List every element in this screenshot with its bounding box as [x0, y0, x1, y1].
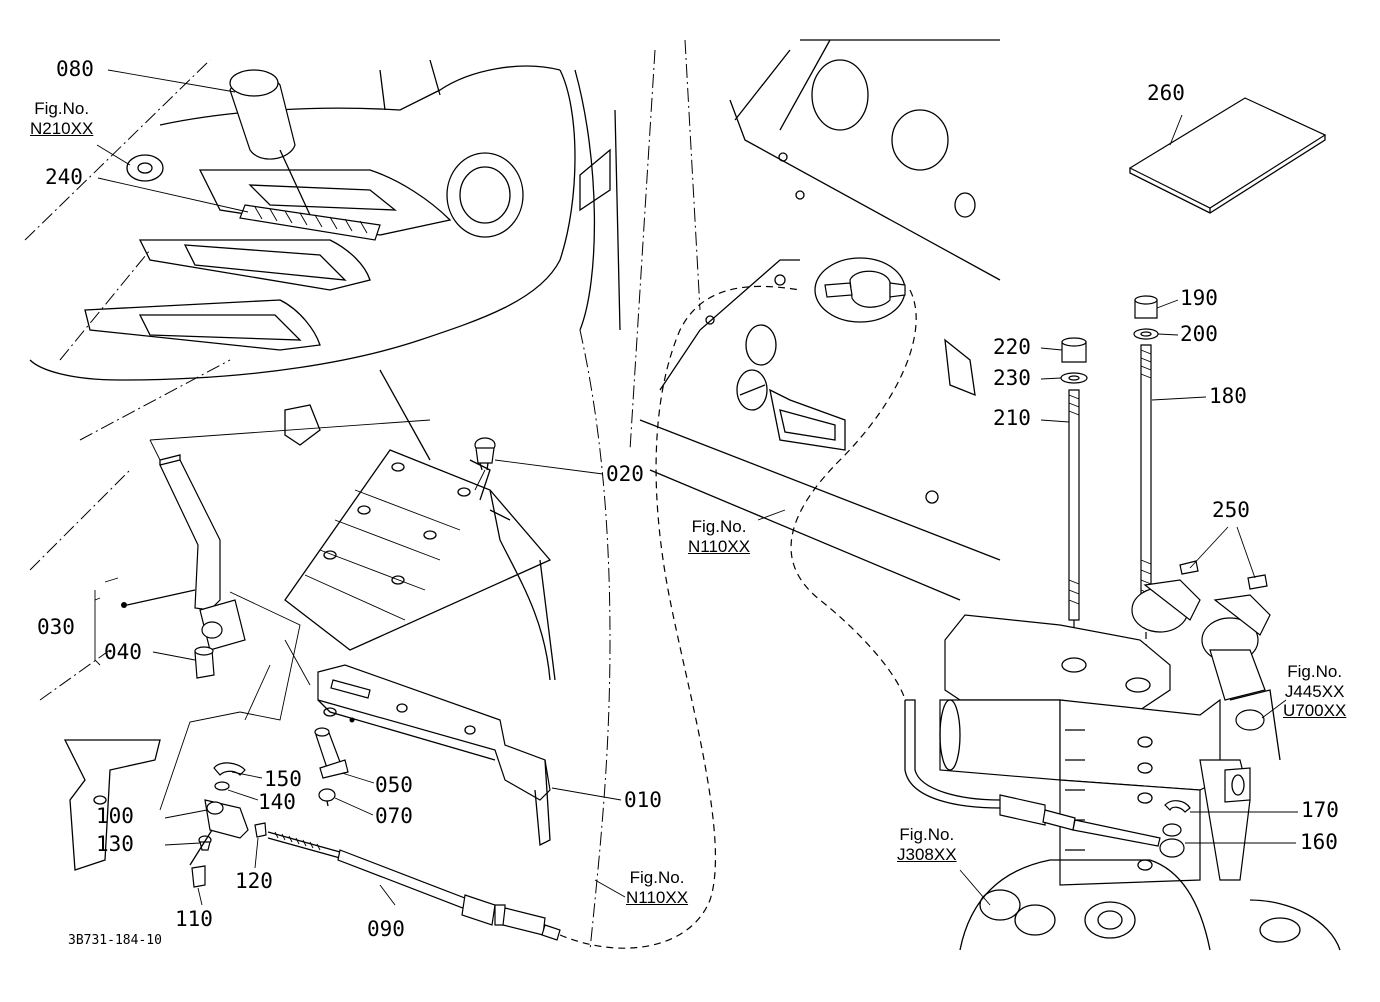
pin-050 [314, 727, 349, 807]
fig-ref-n110-upper-line2: N110XX [688, 536, 751, 556]
label-250: 250 [1212, 498, 1250, 522]
mounting-plate [284, 449, 556, 681]
shift-knob [229, 69, 311, 216]
shift-lever [121, 454, 246, 679]
label-110: 110 [175, 907, 213, 931]
label-160: 160 [1300, 830, 1338, 854]
label-220: 220 [993, 335, 1031, 359]
label-020: 020 [606, 462, 644, 486]
cable-route [559, 285, 917, 949]
label-010: 010 [624, 788, 662, 812]
label-130: 130 [96, 832, 134, 856]
fig-ref-j445-line3: U700XX [1283, 701, 1347, 721]
label-170: 170 [1301, 798, 1339, 822]
label-240: 240 [45, 165, 83, 189]
fig-ref-j445-line1: Fig.No. [1287, 662, 1343, 681]
fig-ref-j308: Fig.No. J308XX [897, 825, 957, 864]
valve-spool-detail [814, 257, 906, 323]
label-230: 230 [993, 366, 1031, 390]
label-180: 180 [1209, 384, 1247, 408]
label-200: 200 [1180, 322, 1218, 346]
label-030: 030 [37, 615, 75, 639]
label-260: 260 [1147, 81, 1185, 105]
label-080: 080 [56, 57, 94, 81]
fig-ref-j445: Fig.No. J445XX U700XX [1283, 662, 1346, 721]
fig-ref-n110-lower-line1: Fig.No. [629, 868, 685, 887]
label-070: 070 [375, 804, 413, 828]
hitch-casting [959, 859, 1341, 951]
shift-cable-090 [267, 831, 561, 941]
label-090: 090 [367, 917, 405, 941]
right-frame [629, 39, 1001, 601]
fig-ref-n110-upper: Fig.No. N110XX [688, 517, 750, 556]
clevis-assembly [189, 762, 267, 888]
fig-ref-n210: Fig.No. N210XX [30, 99, 93, 138]
label-190: 190 [1180, 286, 1218, 310]
valve-cable-end [904, 699, 1191, 858]
fender-panel-outline [24, 59, 621, 951]
left-fender-lines [29, 359, 431, 871]
drawing-code: 3B731-184-10 [68, 933, 162, 948]
fig-ref-n110-lower: Fig.No. N110XX [626, 868, 688, 907]
label-150: 150 [264, 767, 302, 791]
leader-lines [96, 69, 1298, 906]
label-050: 050 [375, 773, 413, 797]
fig-ref-n110-lower-line2: N110XX [626, 887, 689, 907]
fig-ref-j445-line2: J445XX [1284, 681, 1345, 701]
label-040: 040 [104, 640, 142, 664]
label-120: 120 [235, 869, 273, 893]
cable-bracket [317, 664, 551, 847]
guide-plate [239, 204, 381, 241]
label-140: 140 [258, 790, 296, 814]
fig-ref-j308-line2: J308XX [897, 844, 957, 864]
fig-ref-n210-line2: N210XX [30, 118, 94, 138]
fig-ref-n210-line1: Fig.No. [34, 99, 90, 118]
fig-ref-j308-line1: Fig.No. [899, 825, 955, 844]
fig-ref-n110-upper-line1: Fig.No. [691, 517, 747, 536]
label-210: 210 [993, 406, 1031, 430]
label-100: 100 [96, 804, 134, 828]
bolt-020 [474, 437, 496, 491]
control-valve [939, 560, 1281, 886]
operator-manual [1128, 97, 1327, 214]
assembly-boxes [149, 419, 431, 811]
